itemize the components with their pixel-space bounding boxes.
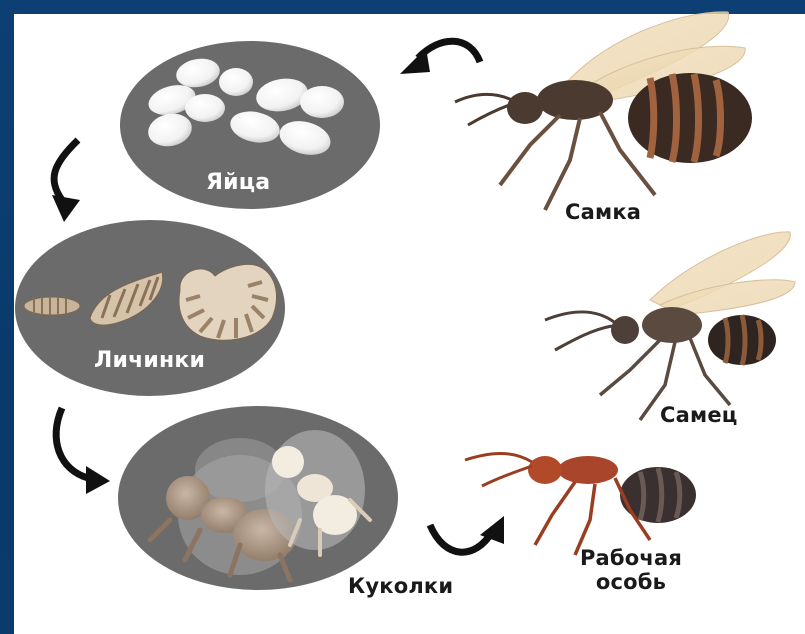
eggs-label: Яйца: [206, 170, 270, 195]
arrow-eggs-to-larvae: [54, 140, 78, 200]
larva-large: [179, 264, 277, 340]
male-label: Самец: [660, 403, 738, 427]
queen-label: Самка: [565, 200, 641, 224]
worker-label-line2: особь: [576, 570, 686, 594]
arrow-larvae-to-pupae: [56, 408, 88, 478]
worker-label: Рабочая особь: [576, 546, 686, 594]
pupae-stage: [118, 406, 398, 590]
arrow-larvae-to-pupae-head: [86, 466, 110, 494]
larvae-label: Личинки: [94, 348, 205, 373]
male-ant-illustration: [545, 232, 795, 420]
arrow-pupae-to-worker: [430, 525, 492, 552]
queen-ant-illustration: [455, 12, 752, 210]
pupae-label: Куколки: [348, 574, 453, 598]
worker-label-line1: Рабочая: [576, 546, 686, 570]
larva-small: [24, 297, 80, 315]
arrow-eggs-to-larvae-head: [52, 195, 80, 222]
arrow-queen-to-eggs-head: [400, 48, 430, 74]
